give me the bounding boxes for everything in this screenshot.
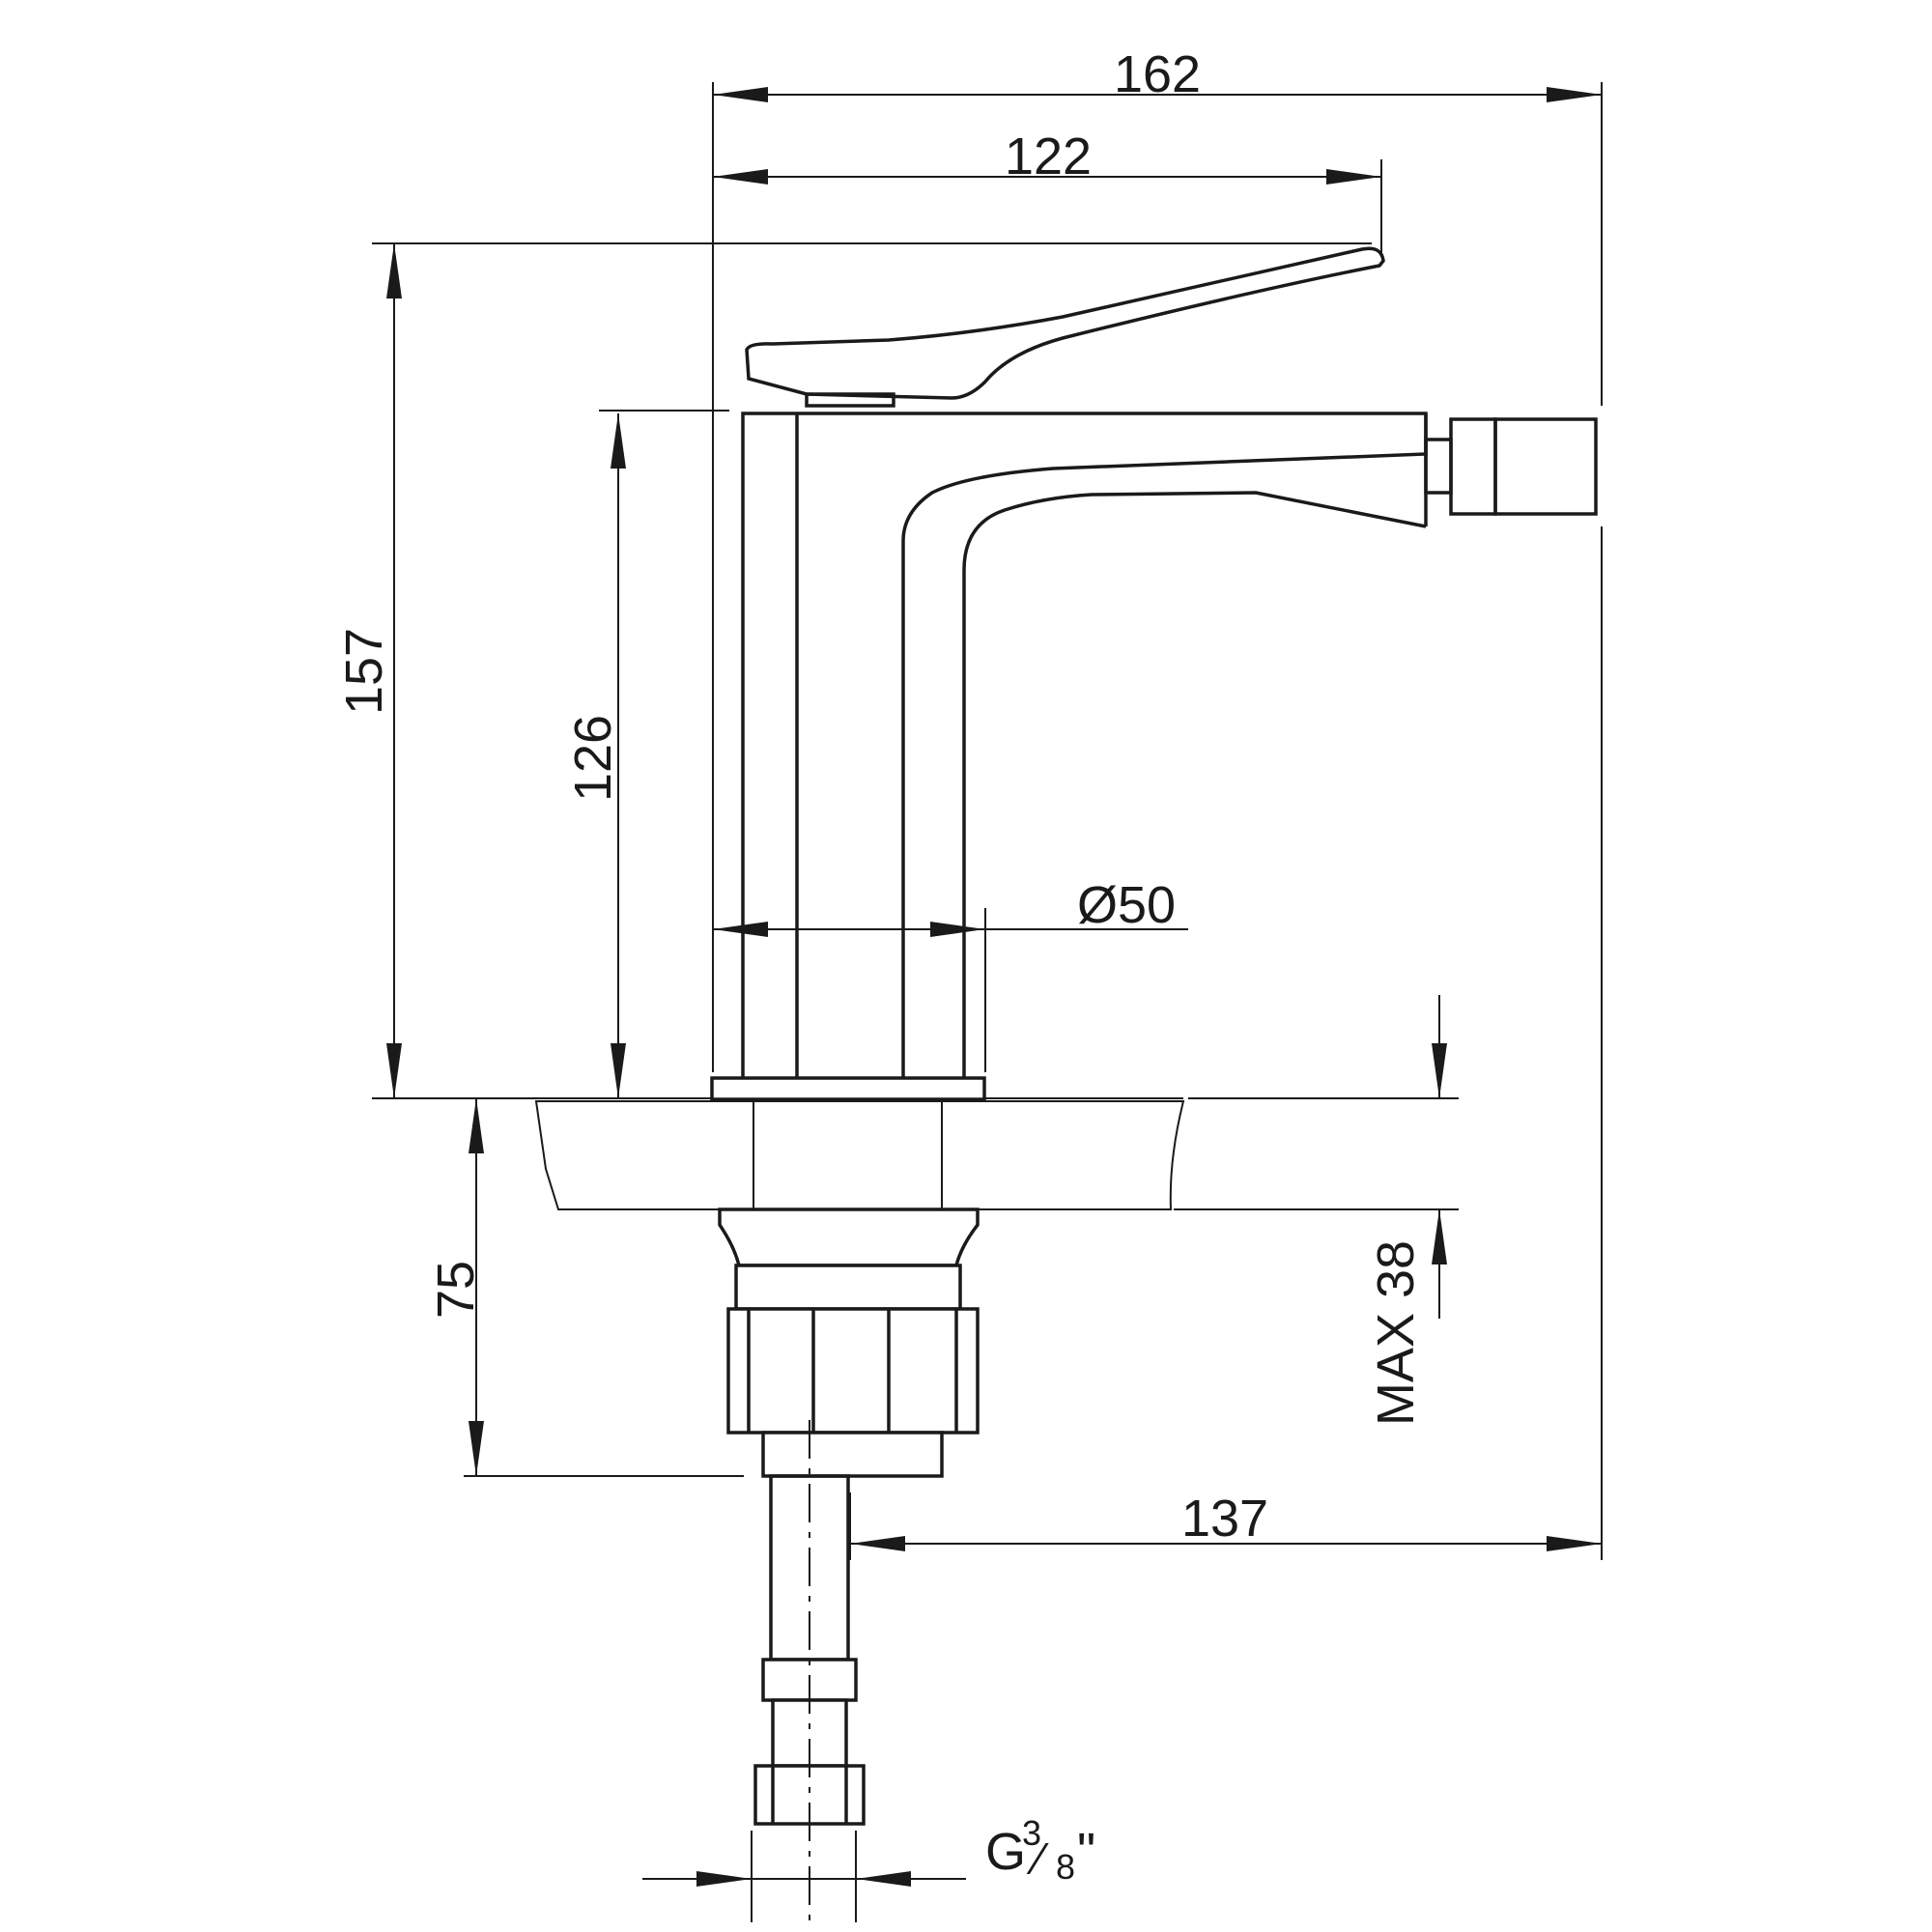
thread-numerator: 3: [1022, 1813, 1041, 1853]
thread-g: G: [985, 1823, 1026, 1881]
thread-inch: ": [1077, 1823, 1095, 1881]
lever-handle: [745, 246, 1385, 408]
dim-thread-label: G 3 ⁄ 8 ": [985, 1813, 1095, 1887]
dimension-lines: [372, 82, 1603, 1922]
dim-total-height: 157: [335, 628, 393, 715]
faucet-body: [710, 412, 1598, 1101]
thread-denominator: 8: [1056, 1847, 1075, 1887]
mounting-shank: [718, 1208, 980, 1478]
dim-total-length: 162: [1114, 45, 1201, 103]
flexible-hose: [753, 1420, 866, 1922]
dim-shank-length: 75: [427, 1261, 485, 1319]
dim-lever-length: 122: [1005, 128, 1092, 185]
dim-spout-height: 126: [564, 715, 622, 802]
countertop-section: [372, 1097, 1185, 1210]
dim-max-deck: MAX 38: [1367, 1240, 1425, 1426]
dim-spout-reach: 137: [1181, 1490, 1268, 1548]
dim-body-diameter: Ø50: [1077, 876, 1176, 934]
